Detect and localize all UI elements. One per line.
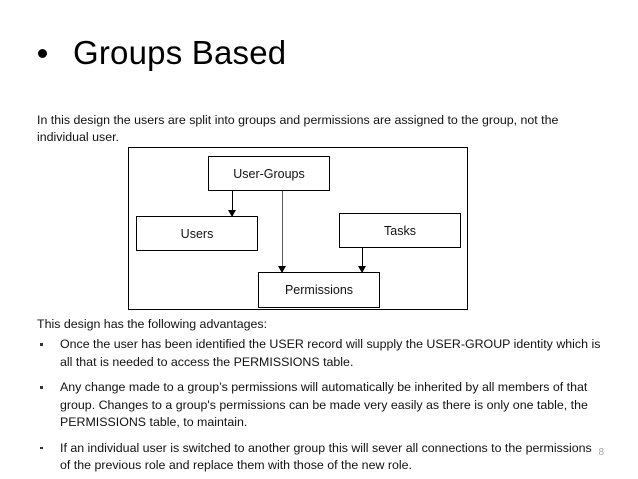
arrowhead-icon [228,210,237,217]
diagram-node-user-groups-label: User-Groups [233,166,305,181]
list-item-text: Any change made to a group’s permissions… [60,380,588,429]
diagram-node-permissions-label: Permissions [284,283,354,297]
arrow-line [232,191,234,216]
list-item: Once the user has been identified the US… [37,336,603,371]
list-item: If an individual user is switched to ano… [37,440,603,475]
bullet-dot-icon [40,343,43,346]
diagram-node-users: Users [136,216,258,251]
diagram-node-tasks-label: Tasks [384,223,416,238]
intro-paragraph: In this design the users are split into … [37,113,559,144]
diagram-node-permissions: Permissions [258,272,380,308]
bullet-dot-icon [40,386,43,389]
diagram-container: User-Groups Users Tasks Permissions [128,147,468,310]
diagram-node-user-groups: User-Groups [208,156,330,191]
arrowhead-icon [358,266,367,273]
title-bullet-icon [38,48,47,58]
arrow-line [362,248,364,272]
arrow-line [282,191,284,272]
advantages-lead-in: This design has the following advantages… [37,317,268,331]
list-item-text: If an individual user is switched to ano… [60,440,592,473]
page-number: 8 [598,447,604,458]
title-text: Groups Based [73,34,287,71]
list-item-text: Once the user has been identified the US… [60,337,601,369]
arrowhead-icon [278,266,287,273]
diagram-node-tasks: Tasks [339,213,461,248]
diagram-node-users-label: Users [180,226,214,241]
list-item: Any change made to a group’s permissions… [37,379,603,432]
advantages-bullet-list: Once the user has been identified the US… [37,336,603,475]
bullet-dot-icon [40,446,43,450]
page-title: Groups Based [30,34,610,72]
